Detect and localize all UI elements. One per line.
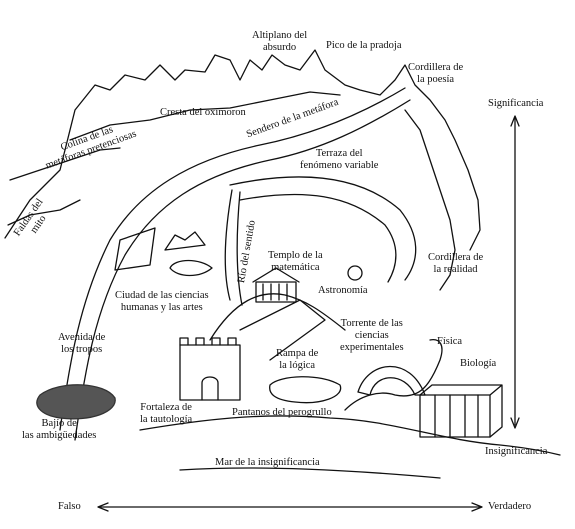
terrace-line bbox=[229, 176, 417, 281]
axis-significancia: Significancia bbox=[488, 98, 544, 109]
label-pico: Pico de la pradoja bbox=[326, 40, 402, 51]
shoal bbox=[36, 384, 116, 420]
sea-edge bbox=[179, 467, 441, 479]
ridge-line-2 bbox=[69, 91, 341, 141]
label-torrente: Torrente de las ciencias experimentales bbox=[340, 318, 404, 353]
label-ciudad: Ciudad de las ciencias humanas y las art… bbox=[115, 290, 209, 313]
axis-insignificancia: Insignificancia bbox=[485, 446, 548, 457]
label-pantanos: Pantanos del perogrullo bbox=[232, 407, 332, 418]
label-fisica: Física bbox=[437, 336, 463, 347]
metaphor-path bbox=[59, 87, 406, 431]
axis-verdadero: Verdadero bbox=[488, 501, 532, 512]
biology-cage bbox=[419, 394, 491, 438]
label-terraza: Terraza del fenómeno variable bbox=[300, 148, 379, 171]
ridge-line-4 bbox=[7, 199, 81, 226]
label-templo: Templo de la matemática bbox=[268, 250, 323, 273]
city-buildings bbox=[114, 227, 213, 277]
math-hill bbox=[209, 293, 346, 341]
label-mar: Mar de la insignificancia bbox=[215, 457, 320, 468]
label-biologia: Biología bbox=[460, 358, 497, 369]
label-cordillera-poesia: Cordillera de la poesía bbox=[408, 62, 464, 85]
label-bajio: Bajío de las ambigüedades bbox=[22, 418, 97, 441]
terrace-line-2 bbox=[239, 193, 397, 283]
label-cresta: Cresta del oxímoron bbox=[160, 107, 246, 118]
metaphor-path-inner bbox=[74, 99, 411, 441]
mountain-ridge bbox=[4, 49, 481, 251]
river-2 bbox=[236, 191, 243, 306]
right-slope bbox=[404, 109, 456, 291]
torrent bbox=[344, 339, 443, 411]
label-fortaleza: Fortaleza de la tautología bbox=[140, 402, 193, 425]
temple bbox=[255, 281, 297, 303]
shoreline bbox=[139, 415, 561, 456]
label-cordillera-realidad: Cordillera de la realidad bbox=[428, 252, 484, 275]
swamp bbox=[269, 376, 342, 404]
label-avenida: Avenida de los tropos bbox=[58, 332, 106, 355]
label-astronomia: Astronomía bbox=[318, 285, 368, 296]
label-rampa: Rampa de la lógica bbox=[276, 348, 319, 371]
observatory bbox=[347, 265, 363, 281]
physics-arch bbox=[357, 366, 426, 396]
label-altiplano: Altiplano del absurdo bbox=[252, 30, 308, 53]
logic-ramp bbox=[239, 299, 326, 361]
fortress bbox=[179, 344, 241, 401]
ridge-line-3 bbox=[9, 147, 121, 181]
river bbox=[224, 189, 233, 301]
axis-falso: Falso bbox=[58, 501, 81, 512]
